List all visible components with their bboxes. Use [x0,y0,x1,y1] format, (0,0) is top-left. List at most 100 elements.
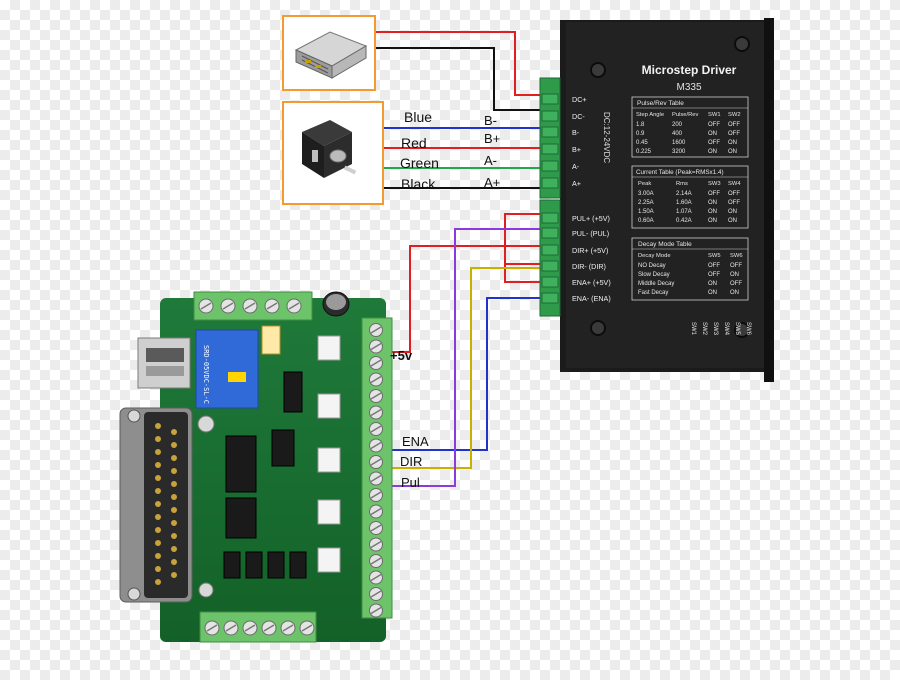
driver-screw-bottom-right [734,322,750,338]
decay-table-cell: OFF [730,263,742,269]
current-table-cell: ON [708,200,717,206]
current-table-cell: ON [728,218,737,224]
terminal-label: B+ [572,145,581,154]
current-table-cell: 3.00A [638,191,654,197]
terminal-screw [541,244,559,256]
terminal-screw [541,143,559,155]
pulse-table-cell: OFF [708,140,720,146]
usb-port [137,337,191,389]
motor-box [282,101,384,205]
wire-plus5v-main [378,245,553,353]
decay-table-title: Decay Mode Table [638,241,692,248]
current-table-cell: 1.07A [676,209,692,215]
wire-plus5v-ena [504,264,553,283]
wire-ena [378,297,553,451]
decay-table-cell: OFF [708,263,720,269]
ic-chip [225,435,257,493]
switch-label-sw6: SW6 [745,322,751,336]
decay-table-cell: Fast Decay [638,290,668,296]
pulse-table-cell: 0.225 [636,149,652,155]
svg-text:SRD-05VDC-SL-C: SRD-05VDC-SL-C [202,345,210,404]
terminal-screw [541,110,559,122]
terminal-screw [541,276,559,288]
current-table-cell: 0.60A [638,218,654,224]
current-table-header-cell: SW4 [728,181,741,187]
current-table-cell: OFF [728,200,740,206]
relay: SRD-05VDC-SL-C [195,329,259,409]
current-table-header-cell: SW3 [708,181,721,187]
wire-dir [378,267,553,469]
power-supply-box [282,15,376,91]
current-table-cell: 1.50A [638,209,654,215]
capacitor [322,291,350,317]
white-header [317,499,341,525]
wire-terminal-b-minus: B- [484,113,497,128]
decay-table-cell: OFF [708,272,720,278]
current-table-cell: 2.14A [676,191,692,197]
pulse-table-cell: ON [728,149,737,155]
current-table-cell: 1.60A [676,200,692,206]
current-table-header-cell: Peak [638,181,651,187]
decay-table-cell: OFF [730,281,742,287]
terminal-screw [541,126,559,138]
ic-chip [283,371,303,413]
wire-label-red: Red [401,135,427,151]
pulse-table-header-cell: Step Angle [636,112,664,118]
db25-connector [119,407,193,603]
wire-label-green: Green [400,155,439,171]
terminal-screw [541,93,559,105]
wire-label-black: Black [401,176,436,192]
pulse-table-cell: 400 [672,131,683,137]
pulse-table-header-cell: Pulse/Rev [672,112,699,118]
power-supply-image [294,31,368,79]
terminal-label: A- [572,162,580,171]
current-table-cell: OFF [728,191,740,197]
terminal-screw [541,260,559,272]
label-dir: DIR [400,454,422,469]
terminal-label: A+ [572,179,581,188]
decay-table-cell: ON [708,290,717,296]
transistor [267,551,285,579]
current-table-cell: ON [708,218,717,224]
current-table-title: Current Table (Peak=RMSx1.4) [636,169,724,176]
pulse-table-cell: ON [708,131,717,137]
white-header [317,335,341,361]
pulse-table-cell: ON [728,140,737,146]
white-header [317,447,341,473]
decay-table-cell: NO Decay [638,263,666,269]
white-header [317,393,341,419]
decay-table-cell: Slow Decay [638,272,670,278]
terminal-label: PUL- (PUL) [572,229,609,238]
driver-model: M335 [676,82,701,93]
wire-dc-minus [376,47,553,111]
terminal-screw [541,177,559,189]
ic-chip [271,429,295,467]
terminal-screw [541,212,559,224]
driver-screw-top-right [734,36,750,52]
label-ena: ENA [402,434,429,449]
pulse-table-header-cell: SW1 [708,112,721,118]
pulse-table-cell: 0.45 [636,140,648,146]
microstep-driver: Microstep Driver M335 DC:12-24VDC Pulse/… [539,18,774,382]
terminal-screw [541,292,559,304]
decay-table-header-cell: SW6 [730,253,743,259]
terminal-label: PUL+ (+5V) [572,214,610,223]
terminal-label: DIR- (DIR) [572,262,606,271]
switch-label-sw1: SW1 [690,322,696,336]
current-table-cell: OFF [708,191,720,197]
pulse-table-cell: OFF [708,122,720,128]
breakout-board: SRD-05VDC-SL-C [119,291,393,643]
wire-terminal-a-plus: A+ [484,175,500,190]
terminal-label: DC- [572,112,585,121]
transistor [289,551,307,579]
terminal-screw [541,160,559,172]
driver-screw-top-left [590,62,606,78]
driver-screw-bottom-left [590,320,606,336]
wire-label-blue: Blue [404,109,432,125]
current-table-cell: 2.25A [638,200,654,206]
decay-table-cell: ON [730,290,739,296]
white-header [317,547,341,573]
